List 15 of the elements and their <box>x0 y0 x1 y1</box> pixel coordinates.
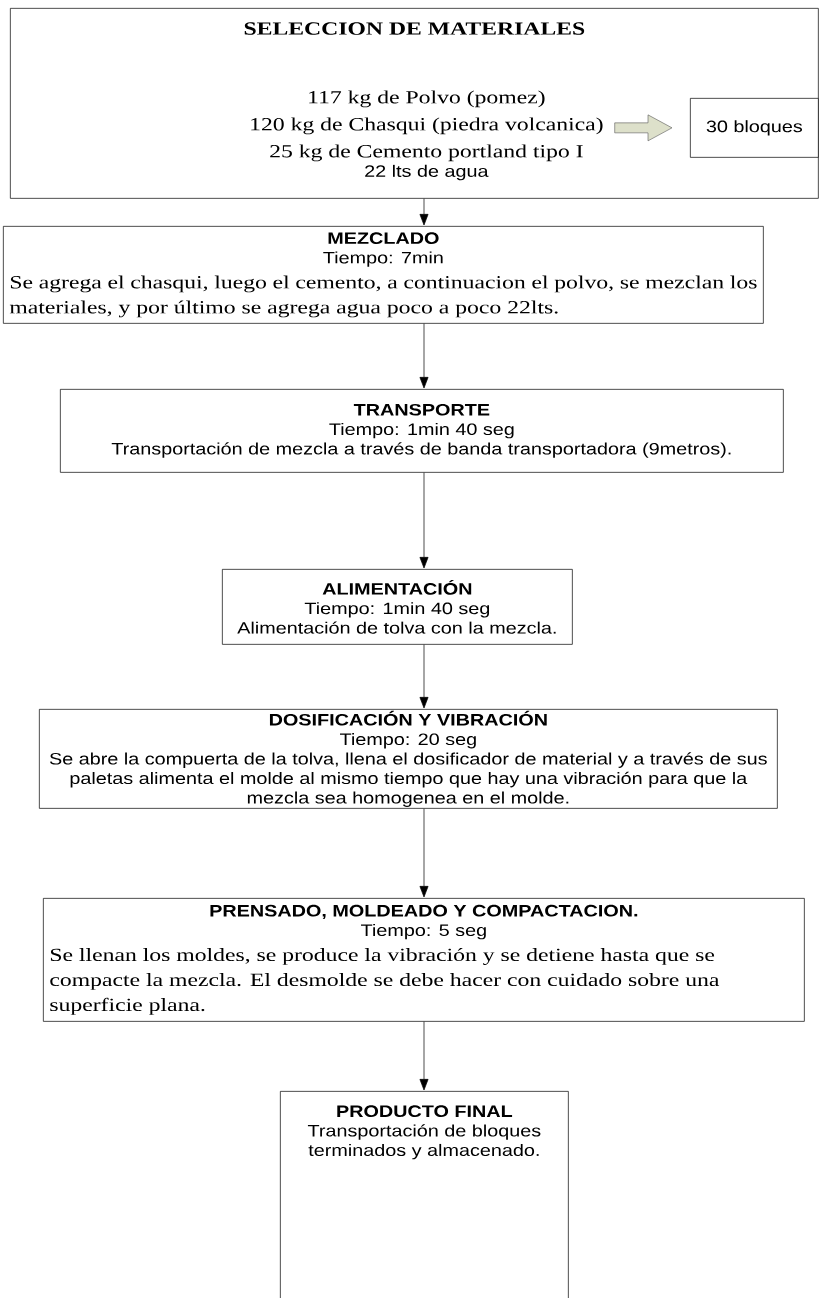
process-box: MEZCLADO Tiempo: 7min Se agrega el chasqui, luego el cemento, a continuacion el polvo, se mezclan los materiales, y por último se agrega agua poco a poco 22lts. <box>3 226 764 324</box>
arrow <box>419 808 429 898</box>
process-box: PRODUCTO FINAL Transportación de bloques terminados y almacenado. <box>280 1091 569 1298</box>
output-box: 30 bloques <box>690 98 819 158</box>
process-box: TRANSPORTE Tiempo: 1min 40 seg Transportación de mezcla a través de banda transportadora (9metros). <box>60 389 784 473</box>
arrow <box>419 198 429 226</box>
process-box: DOSIFICACIÓN Y VIBRACIÓN Tiempo: 20 seg Se abre la compuerta de la tolva, llena el dosificador de material y a través de sus paletas alimenta el molde al mismo tiempo que hay una vibración para que la mezcla sea homogenea en el molde. <box>39 709 778 809</box>
process-box: PRENSADO, MOLDEADO Y COMPACTACION. Tiempo: 5 seg Se llenan los moldes, se produce la vibración y se detiene hasta que se compacte la mezcla. El desmolde se debe hacer con cuidado sobre una superficie plana. <box>43 898 805 1022</box>
arrow <box>419 323 429 389</box>
arrow <box>419 472 429 569</box>
arrow <box>419 644 429 709</box>
process-box: ALIMENTACIÓN Tiempo: 1min 40 seg Alimentación de tolva con la mezcla. <box>222 569 573 645</box>
block-arrow <box>614 114 673 142</box>
arrow <box>419 1021 429 1091</box>
material-list: 117 kg de Polvo (pomez) 120 kg de Chasqui (piedra volcanica) 25 kg de Cemento portland tipo I 22 lts de agua <box>251 90 603 181</box>
